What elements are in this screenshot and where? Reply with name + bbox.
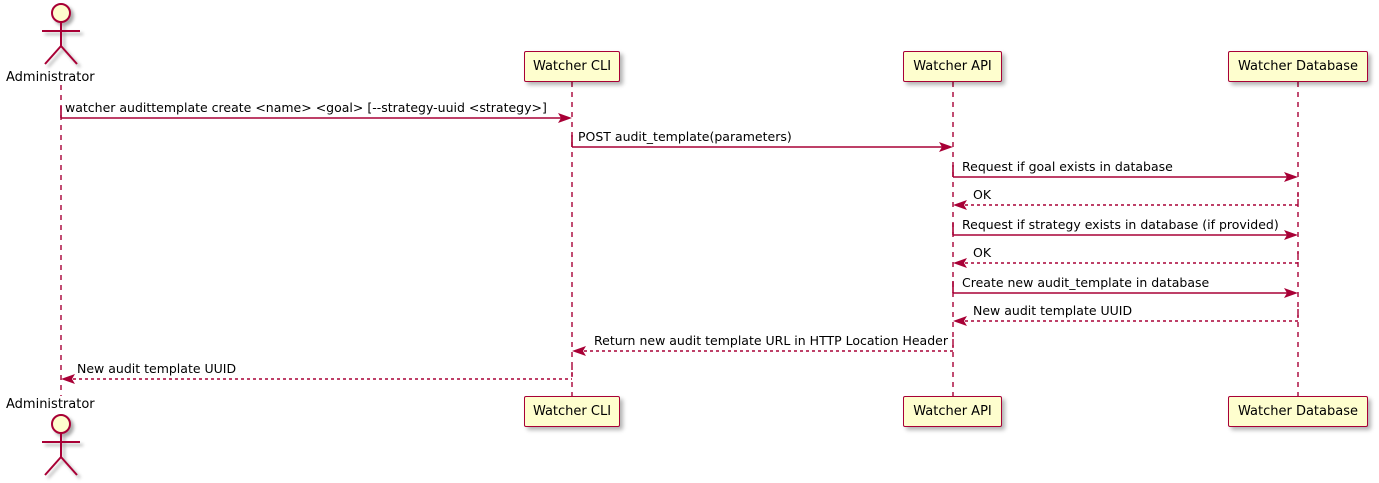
message-arrow-9	[572, 339, 954, 356]
message-arrow-3	[952, 165, 1298, 182]
message-label-3: Request if goal exists in database	[962, 159, 1173, 174]
actor-label-administrator-bottom: Administrator	[6, 397, 95, 412]
message-label-2: POST audit_template(parameters)	[578, 129, 792, 144]
participant-box-watcher-database-bottom[interactable]: Watcher Database	[1228, 396, 1368, 427]
actor-administrator-top-figure	[42, 3, 80, 65]
message-label-9: Return new audit template URL in HTTP Lo…	[594, 333, 948, 348]
message-label-10: New audit template UUID	[77, 361, 237, 376]
actor-administrator-bottom-figure	[42, 414, 80, 476]
message-label-1: watcher audittemplate create <name> <goa…	[65, 100, 547, 115]
participant-box-watcher-cli-bottom[interactable]: Watcher CLI	[524, 396, 620, 427]
participant-box-watcher-cli-top[interactable]: Watcher CLI	[524, 51, 620, 82]
participant-box-watcher-api-top[interactable]: Watcher API	[903, 51, 1002, 82]
message-label-7: Create new audit_template in database	[962, 275, 1210, 290]
message-label-5: Request if strategy exists in database (…	[962, 217, 1279, 232]
message-label-8: New audit template UUID	[973, 303, 1133, 318]
message-arrow-2	[571, 135, 953, 152]
message-arrow-6	[953, 251, 1299, 268]
message-arrow-7	[952, 281, 1298, 298]
message-arrow-10	[61, 367, 573, 384]
message-label-4: OK	[973, 187, 992, 202]
actor-label-administrator-top: Administrator	[6, 70, 95, 85]
participant-box-watcher-api-bottom[interactable]: Watcher API	[903, 396, 1002, 427]
message-arrow-8	[953, 309, 1299, 326]
participant-box-watcher-database-top[interactable]: Watcher Database	[1228, 51, 1368, 82]
message-label-6: OK	[973, 245, 992, 260]
lifelines	[60, 82, 1299, 396]
message-arrow-5	[952, 223, 1298, 240]
message-arrow-4	[953, 193, 1299, 210]
message-arrow-1	[60, 106, 572, 123]
